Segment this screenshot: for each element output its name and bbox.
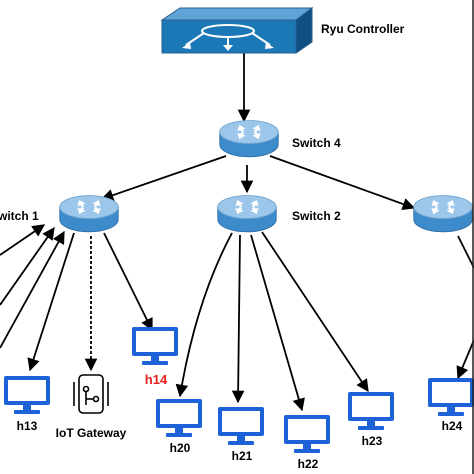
link-switch2-h21	[231, 234, 245, 404]
host-h22: h22	[284, 415, 330, 471]
router-icon	[219, 120, 279, 158]
link-switch4-switch3	[269, 155, 416, 211]
switch-3	[413, 195, 473, 233]
switch-1-label: Switch 1	[0, 209, 39, 223]
link-switch3-h24	[456, 339, 474, 380]
computer-icon	[156, 399, 202, 437]
link-switch1-offscreen-b	[0, 226, 55, 306]
host-h24: h24	[428, 378, 474, 433]
switch-1: Switch 1	[0, 195, 119, 233]
router-icon	[217, 195, 277, 233]
switch-2-label: Switch 2	[292, 209, 341, 223]
link-switch1-h13	[27, 232, 75, 372]
router-icon	[59, 195, 119, 233]
computer-icon	[348, 392, 394, 430]
host-h13: h13	[4, 376, 50, 433]
host-h20-label: h20	[170, 441, 191, 455]
switch-4-label: Switch 4	[292, 136, 341, 150]
link-switch3-down	[457, 235, 474, 269]
host-h21-label: h21	[232, 449, 253, 463]
host-h21: h21	[218, 407, 264, 463]
link-switch2-h23	[261, 231, 369, 393]
host-h23: h23	[348, 392, 394, 448]
host-h22-label: h22	[298, 457, 319, 471]
computer-icon	[218, 407, 264, 445]
link-switch1-h14	[103, 232, 153, 332]
router-icon	[413, 195, 473, 233]
link-switch1-offscreen-a	[0, 224, 46, 256]
link-switch2-h20	[175, 232, 233, 398]
host-h14-label: h14	[145, 372, 168, 387]
iot-gateway-icon	[73, 374, 109, 414]
computer-icon	[4, 376, 50, 414]
iot-gateway: IoT Gateway	[56, 374, 127, 440]
host-h23-label: h23	[362, 434, 383, 448]
host-h20: h20	[156, 399, 202, 455]
computer-icon	[284, 415, 330, 453]
ryu-controller: Ryu Controller	[160, 7, 405, 54]
links	[0, 53, 474, 412]
link-switch4-switch1	[100, 155, 227, 202]
iot-gateway-label: IoT Gateway	[56, 426, 127, 440]
computer-icon	[428, 378, 474, 416]
link-switch2-h22	[250, 234, 305, 412]
switch-2: Switch 2	[217, 195, 341, 233]
host-h14: h14	[132, 327, 178, 387]
link-switch1-offscreen-c	[0, 230, 65, 349]
host-h13-label: h13	[17, 419, 38, 433]
host-h24-label: h24	[442, 419, 463, 433]
switch-4: Switch 4	[219, 120, 341, 158]
controller-box-icon	[160, 7, 314, 54]
controller-label: Ryu Controller	[321, 22, 405, 36]
computer-icon	[132, 327, 178, 365]
